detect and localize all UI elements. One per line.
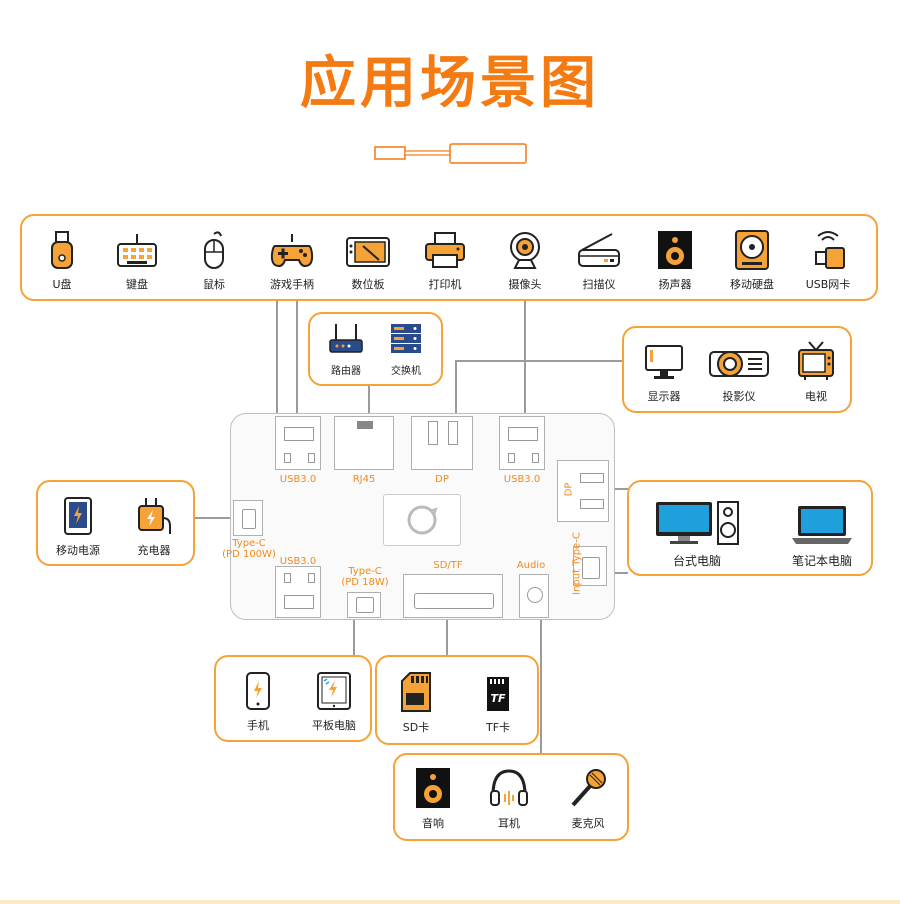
gamepad-icon <box>270 234 314 268</box>
mobile-panel: 手机 平板电脑 <box>214 655 372 742</box>
monitor-icon <box>645 345 683 379</box>
device-tablet: 平板电脑 <box>302 671 366 733</box>
device-hard-drive: 移动硬盘 <box>724 230 780 292</box>
device-webcam: 摄像头 <box>500 230 550 292</box>
port-usb3-top-left <box>275 416 321 470</box>
label-dp-top: DP <box>435 474 449 485</box>
label-typec-pd100: Type-C (PD 100W) <box>219 538 279 560</box>
label-sdtf: SD/TF <box>433 560 463 571</box>
power-panel: 移动电源 充电器 <box>36 480 195 566</box>
device-usb-drive: U盘 <box>40 230 84 292</box>
port-sdtf <box>403 574 503 618</box>
label-usb3-top-left: USB3.0 <box>279 474 317 485</box>
tf-card-icon: TF <box>487 677 509 711</box>
tf-chip-text: TF <box>490 692 506 705</box>
adapter-cable-icon <box>374 143 527 164</box>
device-sd-card: SD卡 <box>391 671 441 735</box>
device-printer: 打印机 <box>420 230 470 292</box>
phone-icon <box>246 672 270 710</box>
microphone-icon <box>571 769 606 807</box>
port-typec-pd100 <box>233 500 263 536</box>
usb-wifi-icon <box>815 231 845 269</box>
memory-cards-panel: SD卡 TF TF卡 <box>375 655 539 745</box>
usb-drive-icon <box>51 231 73 269</box>
device-usb-wifi: USB网卡 <box>798 230 858 292</box>
display-panel: 显示器 投影仪 电视 <box>622 326 852 413</box>
label-audio: Audio <box>516 560 546 571</box>
label-typec-pd18-line1: Type-C <box>348 566 382 577</box>
audio-panel: 音响 耳机 麦克风 <box>393 753 629 841</box>
computers-panel: 台式电脑 笔记本电脑 <box>627 480 873 576</box>
mouse-icon <box>204 231 224 269</box>
power-bank-icon <box>64 497 92 535</box>
device-speaker: 扬声器 <box>650 230 700 292</box>
port-audio <box>519 574 549 618</box>
speaker-icon <box>658 231 692 269</box>
usb-hub-body: USB3.0 RJ45 DP USB3.0 DP Type-C (PD 100W… <box>222 413 615 620</box>
tablet-icon <box>317 672 351 710</box>
device-projector: 投影仪 <box>704 344 774 404</box>
webcam-icon <box>510 232 540 269</box>
hub-logo-icon <box>383 494 461 546</box>
hard-drive-icon <box>735 230 769 270</box>
printer-icon <box>425 232 465 268</box>
device-keyboard: 键盘 <box>112 230 162 292</box>
footer-divider <box>0 900 900 904</box>
label-typec-pd18-line2: (PD 18W) <box>341 577 389 588</box>
device-phone: 手机 <box>230 671 286 733</box>
network-panel: 路由器 交换机 <box>308 312 443 386</box>
port-input-typec <box>573 546 607 586</box>
device-microphone: 麦克风 <box>563 767 613 831</box>
device-tv: 电视 <box>788 340 844 404</box>
port-usb3-bottom-left <box>275 566 321 618</box>
device-drawing-tablet: 数位板 <box>342 230 394 292</box>
page-title: 应用场景图 <box>300 51 600 116</box>
switch-icon <box>391 324 421 353</box>
label-usb3-bottom-left: USB3.0 <box>279 556 317 567</box>
headphones-icon <box>490 769 528 806</box>
router-icon <box>329 324 363 353</box>
device-audio-speaker: 音响 <box>411 767 455 831</box>
charger-icon <box>138 498 171 534</box>
port-dp-top <box>411 416 473 470</box>
drawing-tablet-icon <box>346 237 390 267</box>
sd-card-icon <box>401 672 431 712</box>
device-scanner: 扫描仪 <box>574 230 624 292</box>
port-usb3-top-right <box>499 416 545 470</box>
speaker-icon <box>416 768 450 808</box>
device-monitor: 显示器 <box>636 344 692 404</box>
label-typec-pd100-line1: Type-C <box>232 538 266 549</box>
scanner-icon <box>578 233 620 267</box>
projector-icon <box>709 351 769 377</box>
device-router: 路由器 <box>322 322 370 377</box>
desktop-pc-icon <box>656 501 739 545</box>
device-charger: 充电器 <box>126 496 182 558</box>
device-desktop-pc: 台式电脑 <box>649 500 745 569</box>
port-dp-right <box>557 460 609 522</box>
device-gamepad: 游戏手柄 <box>264 230 320 292</box>
usb-devices-panel: U盘 键盘 鼠标 游戏手柄 <box>20 214 878 301</box>
port-rj45 <box>334 416 394 470</box>
device-headphones: 耳机 <box>487 767 531 831</box>
device-power-bank: 移动电源 <box>48 496 108 558</box>
label-usb3-top-right: USB3.0 <box>503 474 541 485</box>
label-dp-right: DP <box>563 482 575 497</box>
device-tf-card: TF TF卡 <box>473 675 523 735</box>
device-laptop: 笔记本电脑 <box>779 500 865 569</box>
port-typec-pd18 <box>347 592 381 618</box>
label-input-typec: Input Type-C <box>571 532 583 595</box>
device-mouse: 鼠标 <box>192 230 236 292</box>
laptop-icon <box>792 506 852 544</box>
device-switch: 交换机 <box>382 322 430 377</box>
label-typec-pd18: Type-C (PD 18W) <box>335 566 395 588</box>
keyboard-icon <box>117 233 157 267</box>
label-typec-pd100-line2: (PD 100W) <box>222 549 276 560</box>
label-rj45: RJ45 <box>352 474 376 485</box>
tv-icon <box>798 341 834 380</box>
